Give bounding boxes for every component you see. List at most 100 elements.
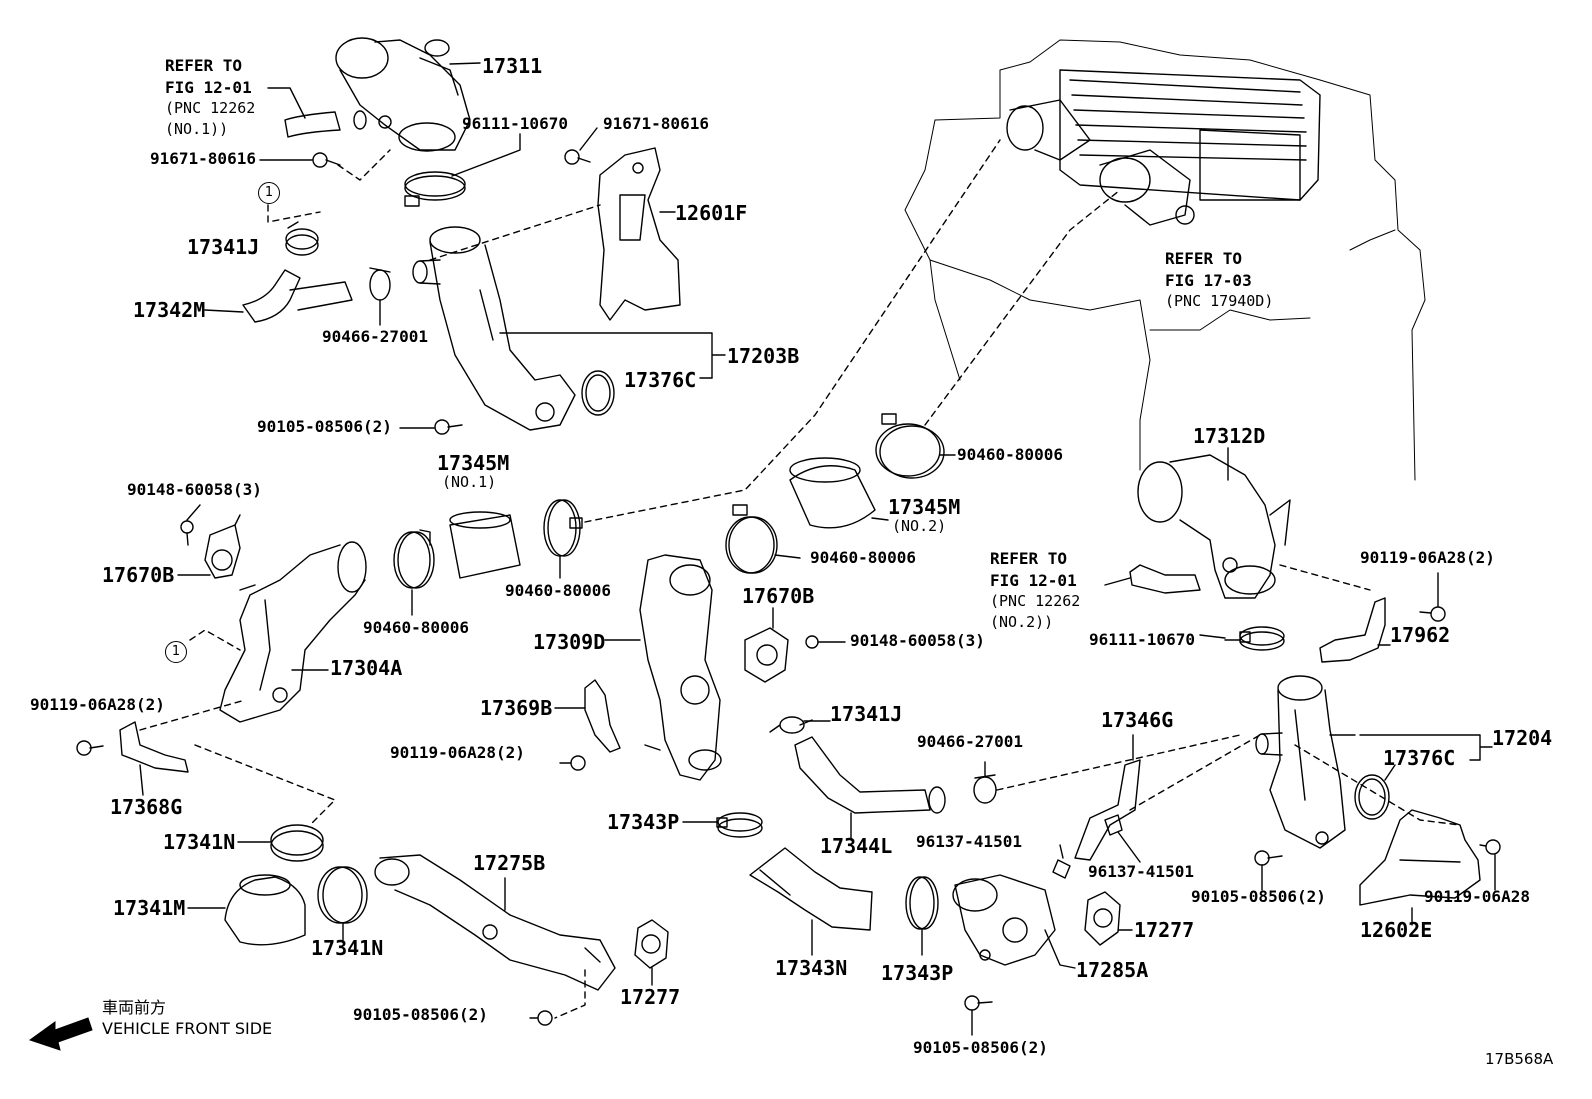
leader-17311 [450, 63, 480, 64]
label-refer-b: REFER TO [1165, 249, 1243, 268]
label-90148-a: 90148-60058(3) [127, 480, 262, 499]
bolt-90148-b [806, 636, 845, 648]
link-17312D [1280, 565, 1370, 590]
bracket-17369B [585, 680, 620, 752]
label-96137-a: 96137-41501 [916, 832, 1022, 851]
clamp-17341N-b [318, 867, 367, 923]
leader-17285A [1045, 930, 1075, 968]
leader-96111-a [452, 134, 520, 176]
hose-17343N [750, 848, 872, 930]
hose-refer-no1 [268, 88, 366, 137]
leader-17342M [205, 310, 243, 312]
label-17345M-a: 17345M [437, 451, 510, 475]
label-17304A: 17304A [330, 656, 403, 680]
label-no1-b: (NO.1) [442, 473, 497, 491]
pipe-17275B [375, 855, 615, 990]
clamp-17341J-a [286, 222, 318, 255]
label-17343P-b: 17343P [881, 961, 954, 985]
part-17311-pipe [336, 38, 470, 151]
hose-refer-no2 [1130, 565, 1200, 593]
leader-refer-no2 [1105, 578, 1130, 585]
vehicle-front-arrow [30, 1018, 92, 1050]
label-96111-a: 96111-10670 [462, 114, 568, 133]
bolt-91671-a [313, 153, 340, 167]
label-17312D: 17312D [1193, 424, 1266, 448]
hose-17346G [1075, 760, 1140, 860]
gasket-17277-a [635, 920, 668, 968]
clip-96137-b [1105, 815, 1122, 835]
link-circle-a [268, 205, 320, 222]
clamp-96111-a [405, 172, 465, 206]
label-17670B-b: 17670B [742, 584, 815, 608]
o-ring-17376C-b [1355, 775, 1389, 819]
label-90119-d: 90119-06A28 [1424, 887, 1530, 906]
clamp-17341N-a [271, 825, 323, 861]
leader-17376C-b-2 [1385, 765, 1395, 780]
gasket-17277-b [1085, 892, 1120, 945]
label-17203B: 17203B [727, 344, 800, 368]
leader-96137-b [1118, 832, 1140, 862]
clamp-90466-a [370, 268, 390, 300]
pipe-17204 [1256, 676, 1355, 848]
label-90460-d: 90460-80006 [363, 618, 469, 637]
label-17368G: 17368G [110, 795, 183, 819]
label-90148-b: 90148-60058(3) [850, 631, 985, 650]
reference-circle-1-b: 1 [165, 641, 187, 663]
label-17285A: 17285A [1076, 958, 1149, 982]
o-ring-17376C-a [582, 371, 614, 415]
bracket-17368G [120, 722, 188, 772]
vehicle-front-label-jp: 車両前方 [102, 998, 167, 1017]
leader-17368G [140, 765, 143, 795]
label-91671-b: 91671-80616 [603, 114, 709, 133]
label-90466-b: 90466-27001 [917, 732, 1023, 751]
label-90119-b: 90119-06A28(2) [30, 695, 165, 714]
link-90105-c [555, 970, 585, 1018]
link-17368G [140, 700, 245, 730]
label-17341N-b: 17341N [311, 936, 384, 960]
sensor-17670B-b [745, 628, 788, 682]
link-12602E [1295, 745, 1460, 825]
label-fig-c: FIG 12-01 [990, 571, 1077, 590]
label-17376C-a: 17376C [624, 368, 697, 392]
label-17376C-b: 17376C [1383, 746, 1456, 770]
clamp-90460-c [726, 505, 777, 573]
label-90105-b: 90105-08506(2) [1191, 887, 1326, 906]
label-90105-a: 90105-08506(2) [257, 417, 392, 436]
leader-17203B [500, 333, 725, 378]
label-pnc-b: (PNC 17940D) [1165, 292, 1274, 310]
leader-90460-c [775, 555, 800, 558]
clip-96137-a [1053, 860, 1070, 878]
label-pnc-a: (PNC 12262 [165, 99, 256, 117]
leader-90148-a [187, 505, 200, 520]
leader-91671-b [580, 128, 597, 150]
label-96137-b: 96137-41501 [1088, 862, 1194, 881]
hose-17345M-a [450, 512, 520, 578]
label-17345M-b: 17345M [888, 495, 961, 519]
boot-17341M [225, 875, 305, 945]
hose-17344L [795, 737, 945, 813]
bolt-90105-c [530, 1011, 552, 1025]
leader-96137-a [1060, 845, 1063, 858]
leader-17204 [1360, 735, 1492, 760]
bracket-12602E [1360, 810, 1480, 905]
clamp-90460-a [394, 530, 434, 588]
link-90466-b [997, 735, 1240, 790]
label-refer-c: REFER TO [990, 549, 1068, 568]
bolt-90119-b [77, 741, 103, 755]
link-17341N [195, 745, 335, 825]
label-12601F: 12601F [675, 201, 748, 225]
hose-17345M-b [790, 458, 875, 528]
label-17343N: 17343N [775, 956, 848, 980]
label-12602E: 12602E [1360, 918, 1433, 942]
leader-17345M-b [872, 518, 888, 520]
label-90105-c: 90105-08506(2) [353, 1005, 488, 1024]
label-17344L: 17344L [820, 834, 893, 858]
label-17341J-a: 17341J [187, 235, 260, 259]
clamp-17343P-b [906, 877, 938, 929]
bolt-90119-c [560, 756, 585, 770]
pipe-17309D [640, 555, 721, 780]
clamp-17341J-b [770, 717, 812, 733]
label-no1-a: (NO.1)) [165, 120, 229, 138]
label-90460-a: 90460-80006 [957, 445, 1063, 464]
